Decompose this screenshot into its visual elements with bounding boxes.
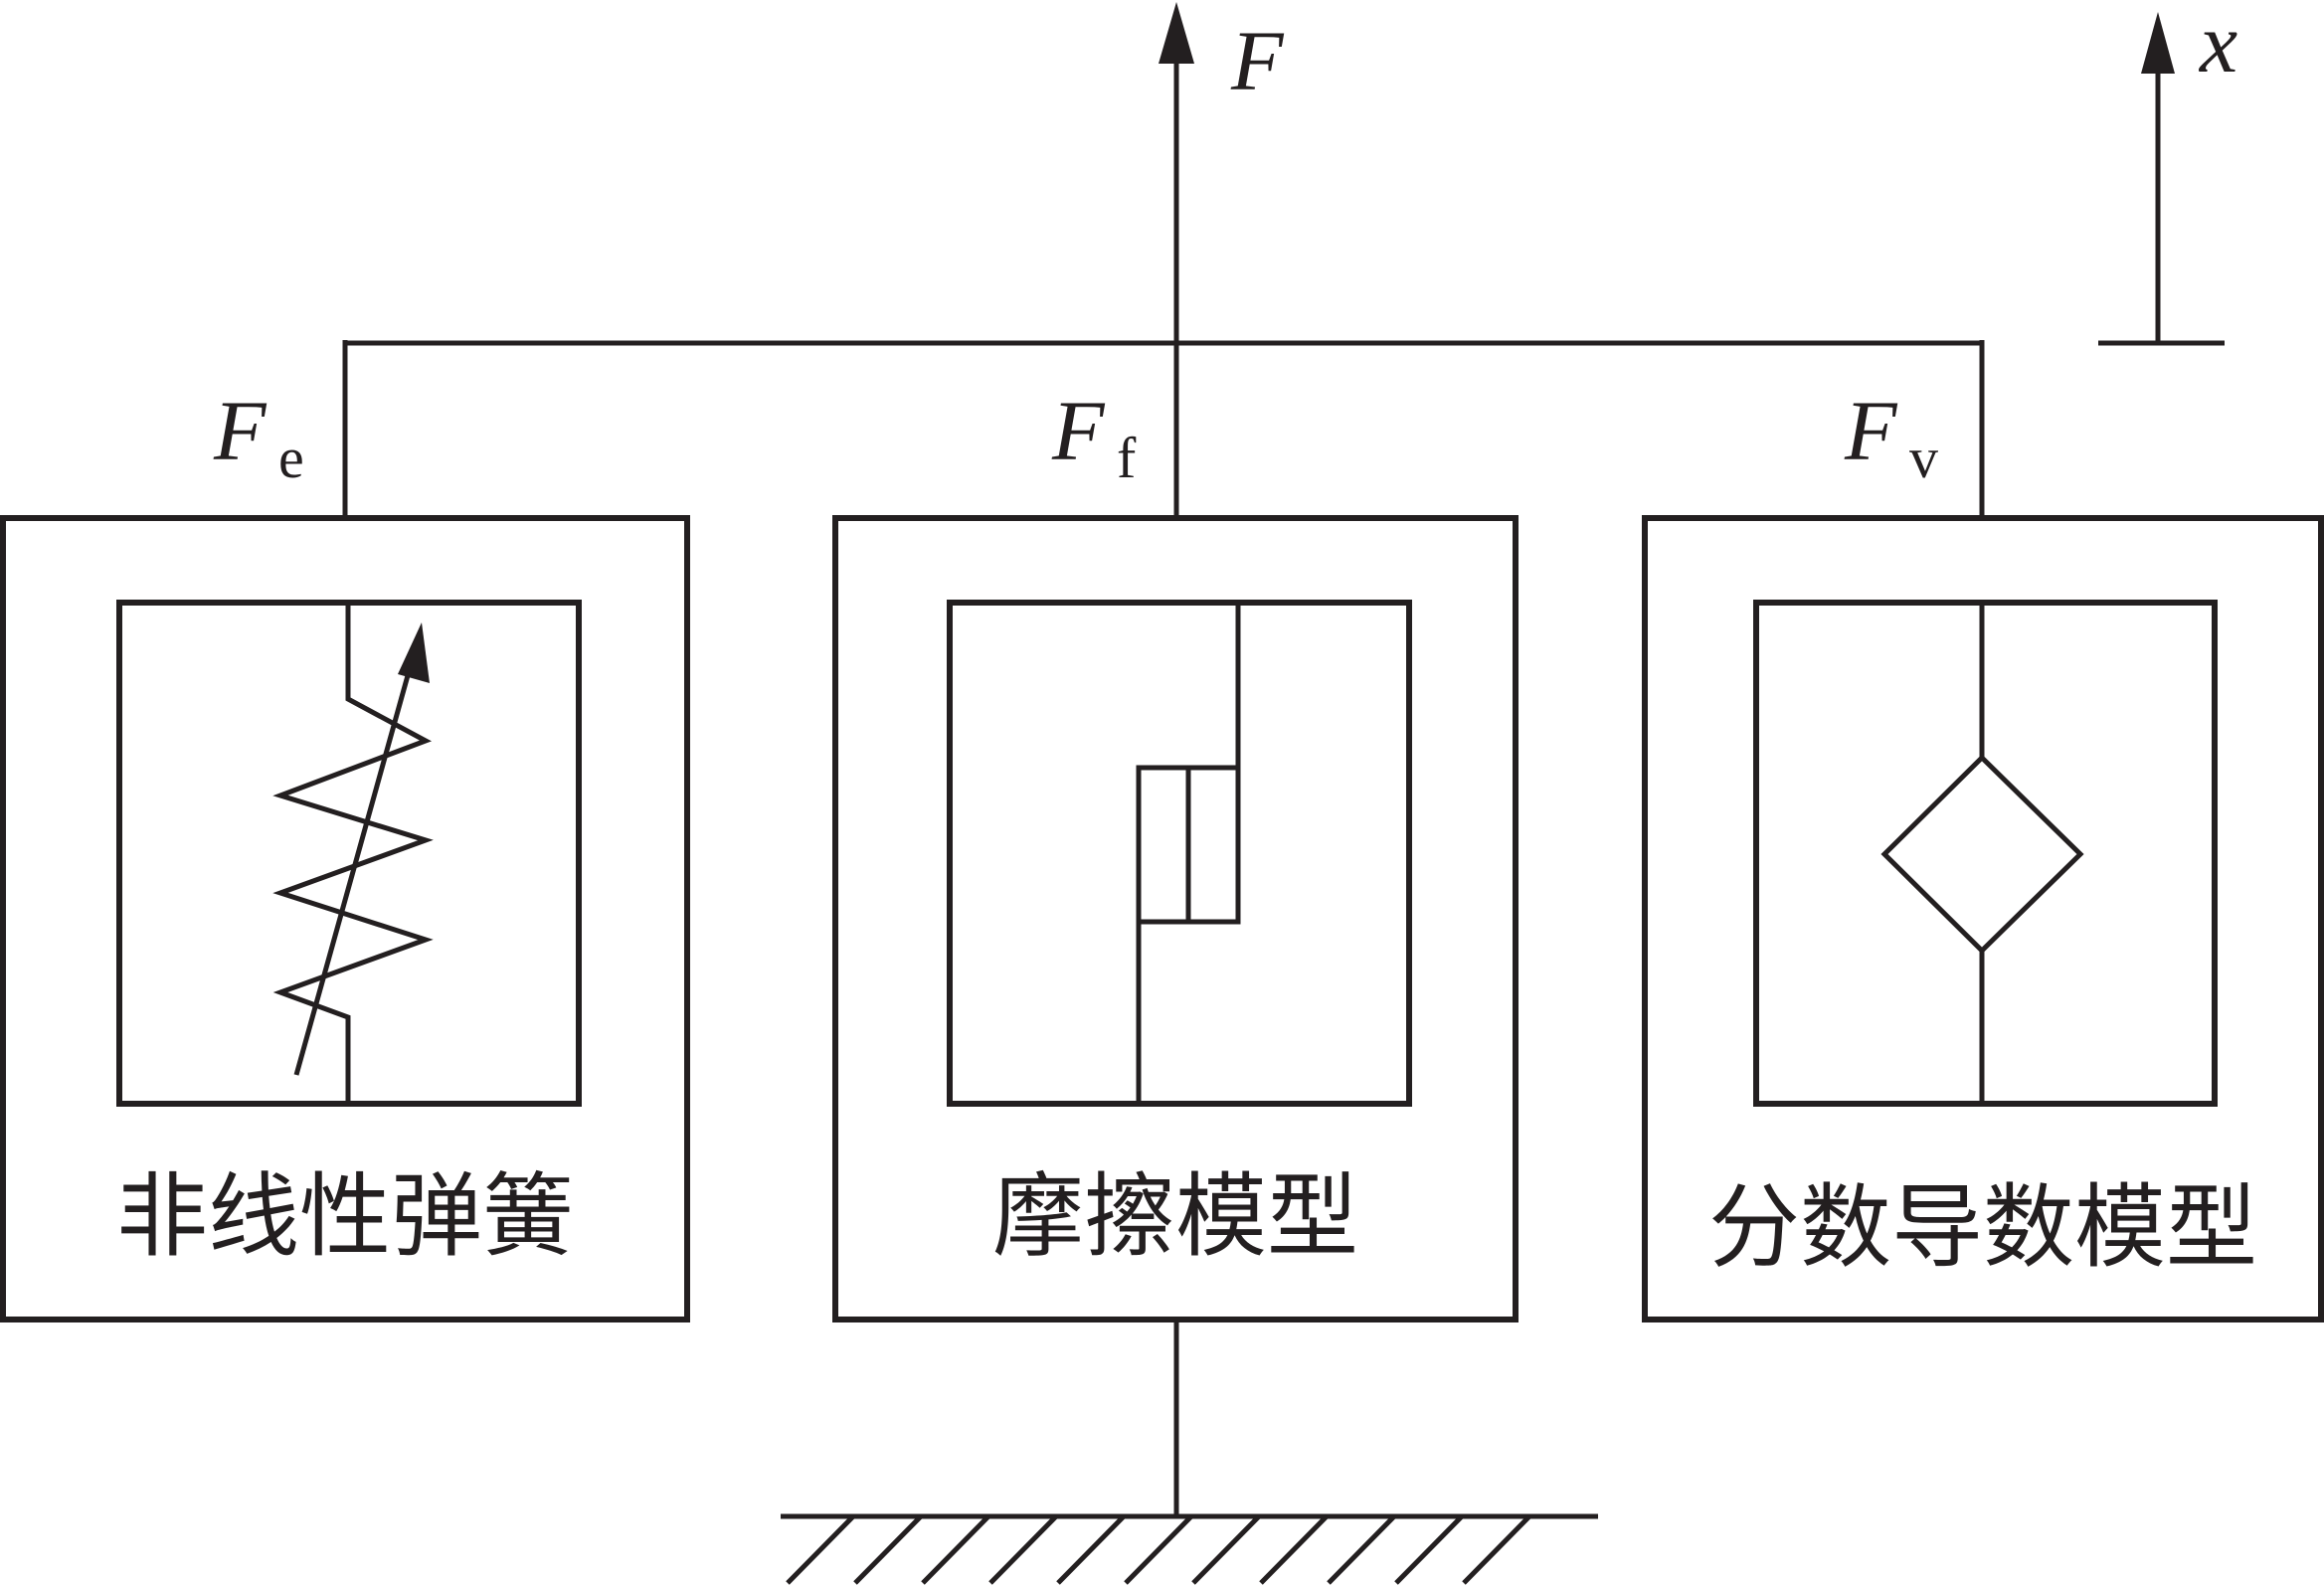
- block-label-fractional: 分数导数模型: [1708, 1174, 2257, 1281]
- block-friction-model: 摩擦模型: [832, 515, 1519, 1322]
- top-connector-bar: [342, 340, 1985, 518]
- spring-variable-arrow: [398, 622, 430, 683]
- ground-hatching: [786, 1514, 1531, 1585]
- block-nonlinear-spring: 非线性弹簧: [0, 515, 690, 1322]
- block-label-friction: 摩擦模型: [992, 1163, 1358, 1270]
- displacement-label-x: x: [2198, 0, 2237, 90]
- force-label-f: F: [1230, 13, 1285, 108]
- fractional-diamond: [1880, 754, 2084, 955]
- displacement-arrow-x: [2098, 12, 2225, 346]
- spring-zigzag: [272, 603, 434, 1104]
- block-label-spring: 非线性弹簧: [116, 1163, 574, 1270]
- block-fractional-derivative: 分数导数模型: [1642, 515, 2324, 1322]
- ground-support: [781, 1320, 1598, 1585]
- force-arrow-f: [1159, 2, 1194, 343]
